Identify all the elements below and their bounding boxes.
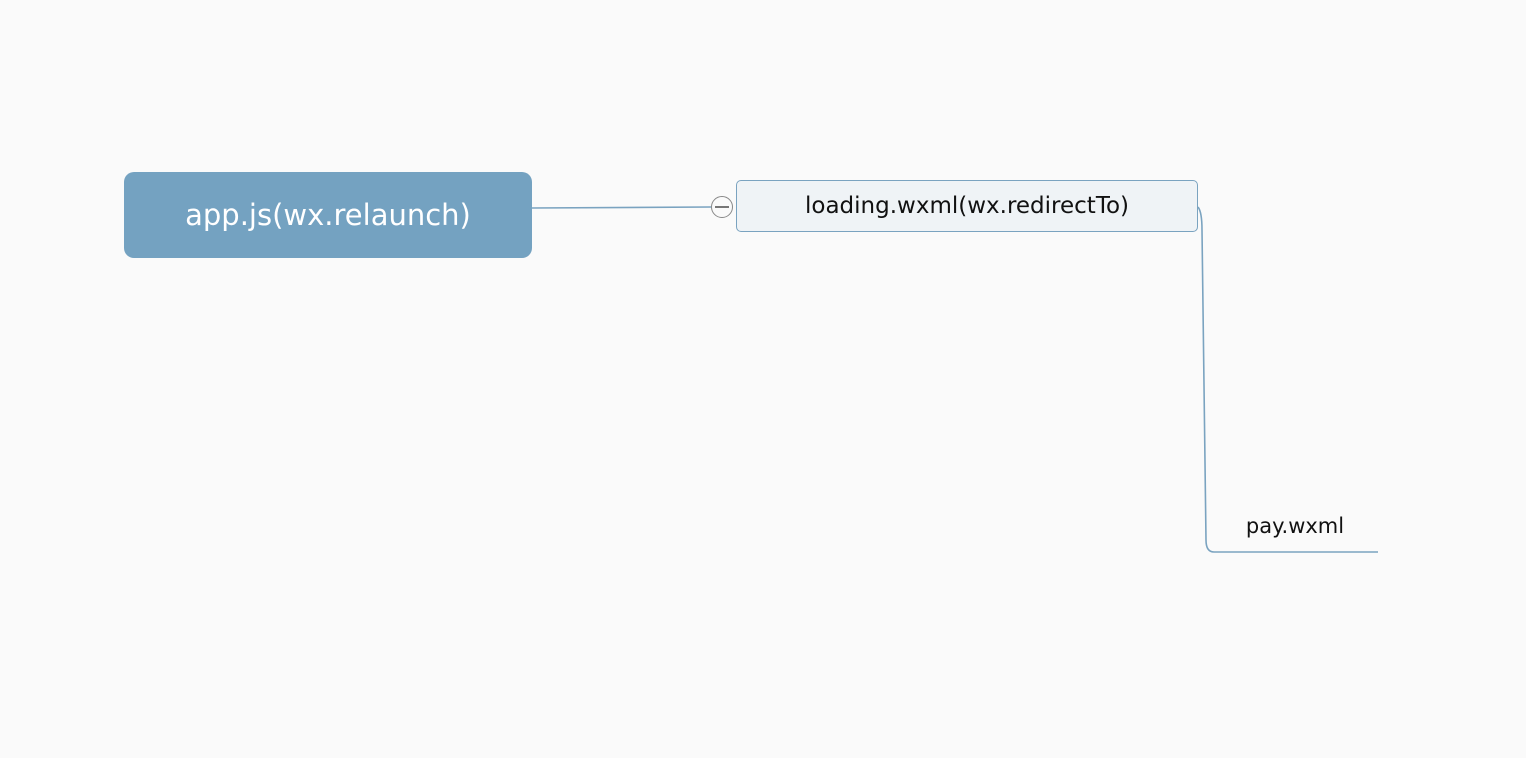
subtopic-node-pay[interactable]: pay.wxml [1212, 508, 1378, 544]
connector-root-to-loading [531, 206, 712, 209]
subtopic-node-label: pay.wxml [1245, 514, 1345, 538]
topic-node-label: loading.wxml(wx.redirectTo) [805, 193, 1129, 219]
root-node-label: app.js(wx.relaunch) [185, 198, 471, 232]
connector-loading-to-pay [1197, 206, 1378, 553]
topic-node-loading[interactable]: loading.wxml(wx.redirectTo) [736, 180, 1198, 232]
collapse-toggle-icon[interactable] [711, 196, 733, 218]
root-node[interactable]: app.js(wx.relaunch) [124, 172, 532, 258]
